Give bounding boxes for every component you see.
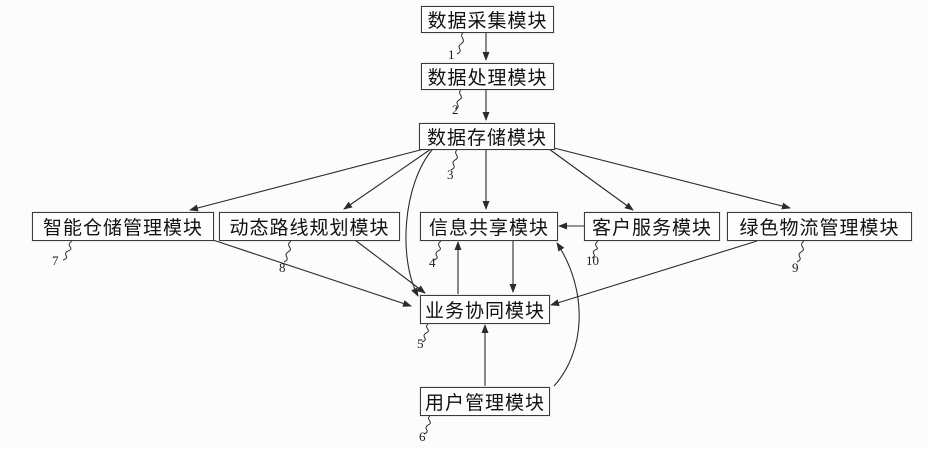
ref-leader-customer-service (591, 240, 599, 259)
ref-numeral-3: 3 (447, 167, 454, 182)
ref-leader-info-sharing (433, 240, 442, 261)
node-smart-warehouse-management-module: 智能仓储管理模块 (32, 212, 214, 241)
ref-numeral-9: 9 (792, 260, 799, 275)
node-data-collection-module: 数据采集模块 (421, 6, 554, 33)
node-business-collaboration-module: 业务协同模块 (420, 295, 550, 324)
edge-dynamic-route-plan-to-business-collab (354, 239, 426, 294)
ref-leader-data-collection (456, 31, 465, 55)
node-label: 用户管理模块 (424, 393, 545, 414)
node-label: 绿色物流管理模块 (739, 218, 900, 239)
edge-data-storage-to-green-logistics-mgmt (553, 147, 791, 210)
ref-leader-dynamic-route-plan (283, 240, 292, 263)
edge-data-storage-to-business-collab (405, 149, 433, 297)
ref-numeral-6: 6 (419, 429, 426, 444)
edge-user-management-to-info-sharing (553, 242, 580, 387)
ref-leader-smart-warehouse-mgmt (62, 240, 73, 261)
edge-data-storage-to-customer-service (548, 148, 634, 211)
ref-leader-data-processing (454, 88, 463, 110)
node-label: 客户服务模块 (591, 218, 712, 239)
node-label: 数据采集模块 (427, 11, 548, 32)
ref-numeral-5: 5 (417, 336, 424, 351)
node-user-management-module: 用户管理模块 (420, 387, 550, 416)
edge-data-storage-to-dynamic-route-plan (343, 148, 432, 210)
node-customer-service-module: 客户服务模块 (584, 212, 720, 241)
node-label: 信息共享模块 (428, 218, 549, 239)
node-label: 数据存储模块 (426, 128, 547, 149)
node-data-storage-module: 数据存储模块 (419, 123, 555, 150)
ref-numeral-10: 10 (586, 253, 599, 268)
ref-numeral-2: 2 (452, 102, 459, 117)
edge-data-storage-to-smart-warehouse-mgmt (189, 148, 425, 212)
ref-leader-business-collab (421, 322, 430, 343)
ref-leader-user-management (423, 414, 432, 435)
node-label: 业务协同模块 (424, 301, 545, 322)
edge-smart-warehouse-mgmt-to-business-collab (212, 239, 412, 307)
node-label: 动态路线规划模块 (229, 218, 390, 239)
node-information-sharing-module: 信息共享模块 (420, 212, 558, 241)
edge-green-logistics-mgmt-to-business-collab (550, 240, 758, 306)
ref-numeral-8: 8 (279, 260, 286, 275)
node-dynamic-route-planning-module: 动态路线规划模块 (219, 212, 400, 241)
ref-leader-data-storage (450, 148, 459, 171)
ref-numeral-7: 7 (52, 253, 59, 268)
node-green-logistics-management-module: 绿色物流管理模块 (727, 212, 912, 241)
node-label: 智能仓储管理模块 (42, 218, 203, 239)
ref-numeral-1: 1 (448, 47, 455, 62)
node-data-processing-module: 数据处理模块 (421, 63, 554, 90)
reference-leader-group (62, 31, 805, 435)
ref-leader-green-logistics-mgmt (796, 240, 805, 263)
node-label: 数据处理模块 (427, 68, 548, 89)
edge-group (189, 31, 791, 387)
ref-numeral-4: 4 (429, 255, 436, 270)
